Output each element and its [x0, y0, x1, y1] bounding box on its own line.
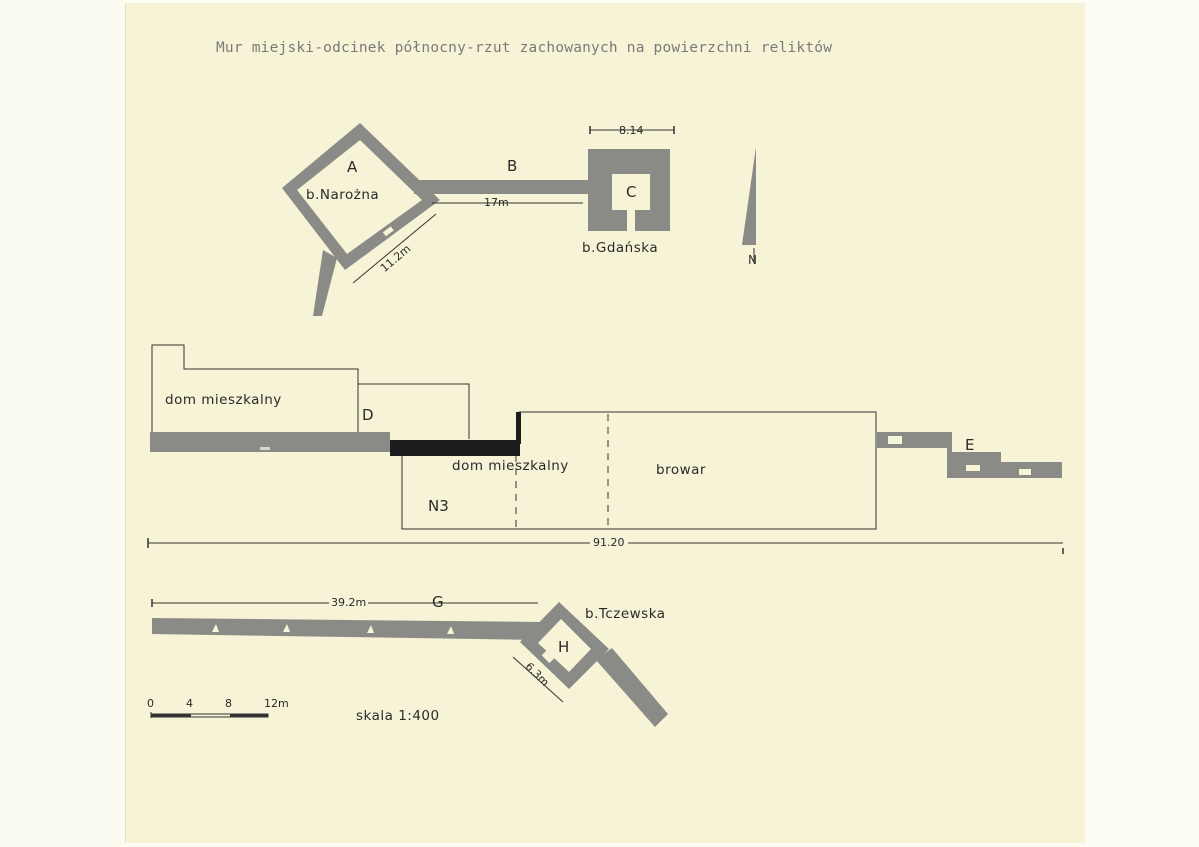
label-b-gdanska: b.Gdańska	[582, 240, 659, 256]
tower-h-tczewska	[520, 602, 609, 689]
wall-h-south	[596, 648, 668, 727]
label-c: C	[626, 183, 637, 201]
scale-bar	[150, 712, 269, 718]
wall-d-grey	[150, 432, 390, 452]
label-d: D	[362, 406, 374, 424]
wall-d-dark	[390, 440, 520, 456]
label-dim-8-14: 8.14	[619, 124, 644, 137]
left-margin	[0, 0, 125, 847]
scale-text: skala 1:400	[356, 708, 440, 724]
label-n3: N3	[428, 497, 449, 515]
label-dim-17m: 17m	[484, 196, 509, 209]
label-b-narozna: b.Narożna	[306, 187, 380, 203]
label-b-tczewska: b.Tczewska	[585, 606, 666, 622]
label-dim-91-20: 91.20	[590, 536, 628, 549]
label-e: E	[965, 436, 975, 454]
label-dim-39-2m: 39.2m	[329, 596, 369, 609]
label-b: B	[507, 157, 518, 175]
wall-g	[152, 618, 540, 640]
drawing-sheet	[125, 3, 1087, 843]
label-g: G	[432, 593, 444, 611]
wall-e	[877, 432, 1062, 478]
scale-tick-4: 4	[186, 697, 193, 710]
page-title: Mur miejski-odcinek północny-rzut zachow…	[216, 40, 833, 56]
north-arrow: N	[742, 147, 757, 267]
scale-tick-0: 0	[147, 697, 154, 710]
right-margin	[1085, 0, 1199, 847]
label-a: A	[347, 158, 358, 176]
tower-c-gdanska	[588, 149, 670, 231]
scale-tick-12m: 12m	[264, 697, 289, 710]
wall-segment-a-south	[313, 250, 337, 316]
scale-tick-8: 8	[225, 697, 232, 710]
tower-a-narozna	[282, 123, 440, 270]
label-dom-mieszkalny-2: dom mieszkalny	[452, 458, 569, 474]
middle-section	[151, 344, 877, 530]
label-browar: browar	[656, 462, 706, 478]
label-h: H	[558, 638, 570, 656]
dim-6-3m-line	[512, 656, 564, 703]
label-dom-mieszkalny-1: dom mieszkalny	[165, 392, 282, 408]
wall-b	[414, 180, 589, 194]
svg-text:N: N	[748, 253, 757, 267]
dim-11-2m-line	[352, 213, 437, 284]
